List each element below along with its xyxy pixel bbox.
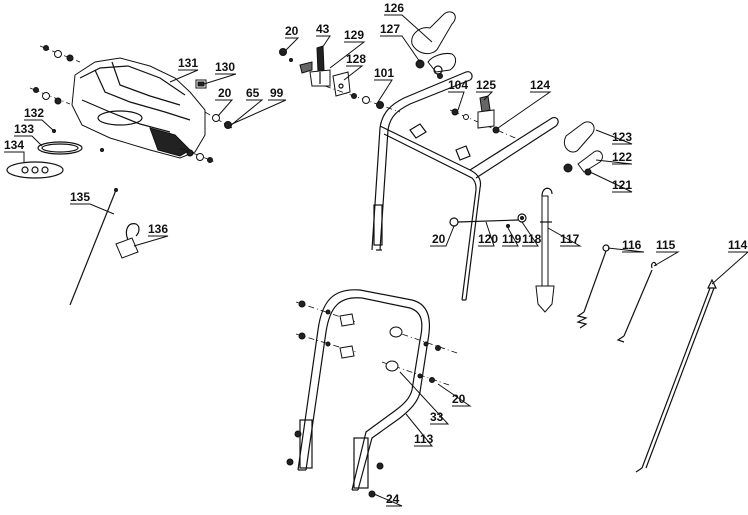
callout-117: 117 [560,232,580,246]
cable-part-135 [69,188,118,306]
cable-114 [635,278,717,473]
bracket-part-128 [332,71,351,97]
callout-113: 113 [414,432,434,446]
plug-part-136 [115,223,140,259]
clean-out-tool-117 [535,187,555,313]
callout-131: 131 [178,56,198,70]
callout-33: 33 [430,410,444,424]
callout-116: 116 [622,238,642,252]
fasteners-101 [324,85,401,113]
callout-120: 120 [478,232,498,246]
callout-20: 20 [218,86,232,100]
callout-128: 128 [346,52,366,66]
callout-104: 104 [448,78,468,92]
callout-134: 134 [4,138,24,152]
callout-124: 124 [530,78,550,92]
callout-136: 136 [148,222,168,236]
callout-132: 132 [24,106,44,120]
spring-rod-116 [576,244,610,329]
callout-114: 114 [728,238,748,252]
callout-99: 99 [270,86,284,100]
callout-20: 20 [452,392,466,406]
callout-65: 65 [246,86,260,100]
grip-parts-126-127 [411,11,457,79]
cover-fasteners [29,45,233,163]
callout-133: 133 [14,122,34,136]
rod-parts-118-120 [449,213,527,228]
callout-129: 129 [344,28,364,42]
callout-127: 127 [380,22,400,36]
lower-handle-frame-113 [297,289,431,491]
callout-119: 119 [502,232,522,246]
rod-115 [616,261,657,343]
callout-126: 126 [384,1,404,15]
callout-101: 101 [374,66,394,80]
callout-121: 121 [612,178,632,192]
lower-fasteners [286,300,461,498]
decal-parts [6,129,104,179]
lever-parts-104-125-124 [449,95,521,141]
callout-122: 122 [612,150,632,164]
callout-43: 43 [316,22,330,36]
callout-125: 125 [476,78,496,92]
callout-115: 115 [656,238,676,252]
callout-118: 118 [522,232,542,246]
callout-135: 135 [70,190,90,204]
dashboard-cover-part [71,57,206,159]
callout-20: 20 [432,232,446,246]
upper-handle-frame [371,71,559,301]
callout-123: 123 [612,130,632,144]
callout-130: 130 [215,60,235,74]
callout-labels: 126 127 20 43 129 128 131 130 101 20 65 … [4,1,748,506]
lever-parts-43-129 [279,45,331,87]
callout-24: 24 [386,492,400,506]
grip-parts-123-122-121 [563,121,603,176]
callout-20: 20 [285,24,299,38]
leader-lines [4,14,748,507]
